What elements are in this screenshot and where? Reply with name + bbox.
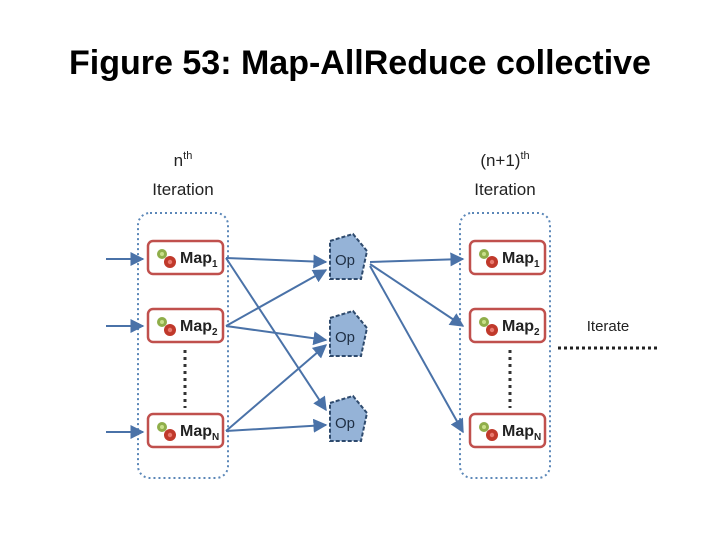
right-iteration-head: (n+1)th [480, 150, 529, 170]
map-box-left-2: Map2 [146, 307, 225, 344]
left-iteration-group [137, 212, 229, 479]
map-box-left-n: MapN [146, 412, 225, 449]
right-iteration-label: Iteration [474, 180, 535, 199]
map-label: Map1 [180, 250, 218, 270]
map-box-right-2: Map2 [468, 307, 547, 344]
left-iteration-label: Iteration [152, 180, 213, 199]
op-node-2: Op [329, 309, 369, 357]
map-box-right-n: MapN [468, 412, 547, 449]
figure-title: Figure 53: Map-AllReduce collective [69, 44, 651, 82]
svg-text:Op: Op [335, 329, 355, 346]
map-label: Map2 [180, 318, 218, 338]
map-to-op-arrows [225, 254, 328, 433]
left-iteration-head: nth [174, 150, 193, 170]
map-label: MapN [502, 423, 541, 443]
iterate-label: Iterate [587, 318, 630, 335]
map-label: Map1 [502, 250, 540, 270]
op-to-map-arrows [369, 252, 465, 434]
svg-text:Op: Op [335, 252, 355, 269]
map-label: Map2 [502, 318, 540, 338]
op-node-n: Op [329, 394, 369, 442]
map-box-right-1: Map1 [468, 239, 547, 276]
map-label: MapN [180, 423, 219, 443]
svg-text:Op: Op [335, 415, 355, 432]
map-box-left-1: Map1 [146, 239, 225, 276]
right-iteration-group [459, 212, 551, 479]
op-node-1: Op [329, 232, 369, 280]
